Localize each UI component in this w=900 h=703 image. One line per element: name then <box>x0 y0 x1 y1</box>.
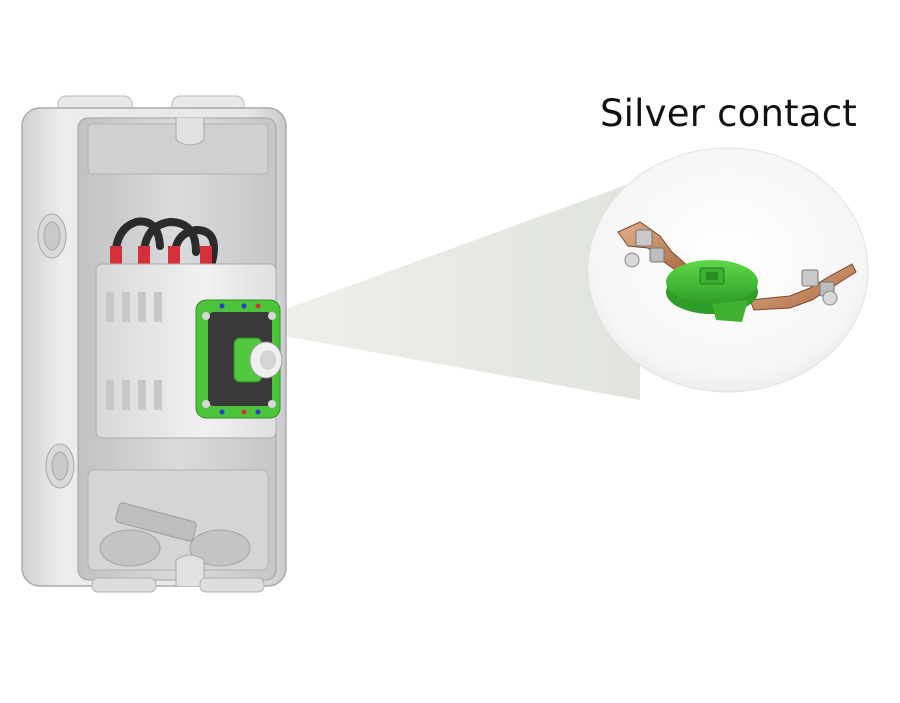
caption-title: Silver contact <box>600 92 857 135</box>
isolator-switch <box>95 263 283 439</box>
silver-contact-assembly <box>617 221 857 322</box>
zoom-beam <box>250 180 640 400</box>
cables <box>110 217 218 272</box>
